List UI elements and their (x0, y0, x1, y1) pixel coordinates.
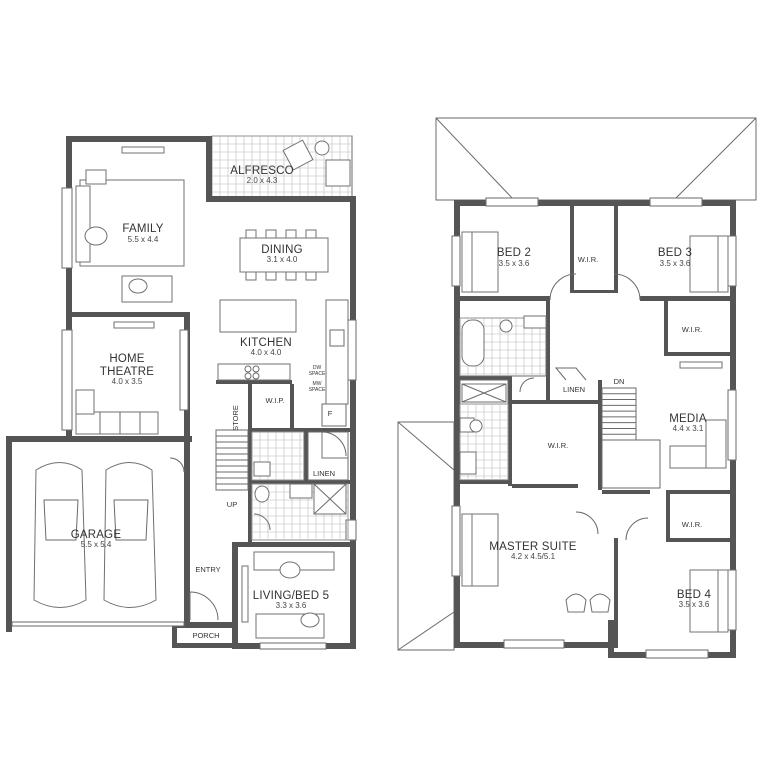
wir-bed4-label: W.I.R. (682, 520, 702, 529)
down-label: DN (614, 377, 625, 386)
fridge-label: F (328, 409, 333, 418)
ground-floor-plan (6, 135, 357, 650)
living-dims: 3.3 x 3.6 (276, 601, 307, 610)
kitchen-fixtures (217, 299, 349, 427)
wir-master-label: W.I.R. (548, 441, 568, 450)
ground-labels: ALFRESCO 2.0 x 4.3 FAMILY 5.5 x 4.4 DINI… (71, 165, 335, 640)
upper-linen-label: LINEN (563, 385, 585, 394)
alfresco-label: ALFRESCO (230, 165, 294, 177)
ground-linen-label: LINEN (313, 469, 335, 478)
wip-label: W.I.P. (265, 396, 284, 405)
kitchen-label: KITCHEN (240, 337, 292, 349)
upper-doors (519, 273, 649, 541)
garage-cars (11, 462, 185, 627)
upper-beds (461, 231, 729, 633)
upper-staircase (601, 387, 637, 441)
media-label: MEDIA (669, 413, 707, 425)
alfresco-dims: 2.0 x 4.3 (247, 176, 278, 185)
upper-labels: BED 2 3.5 x 3.6 BED 3 3.5 x 3.6 W.I.R. W… (489, 247, 711, 609)
garage-dims: 5.5 x 5.4 (81, 540, 112, 549)
family-label: FAMILY (122, 223, 163, 235)
up-label: UP (227, 500, 237, 509)
theatre-dims: 4.0 x 3.5 (112, 377, 143, 386)
dw-space-label-line1: DW (313, 365, 322, 371)
media-dims: 4.4 x 3.1 (673, 424, 704, 433)
porch-label: PORCH (192, 631, 219, 640)
kitchen-dims: 4.0 x 4.0 (251, 348, 282, 357)
ground-staircase (215, 429, 249, 491)
store-label: STORE (231, 405, 240, 431)
upper-bath-fixtures (459, 315, 547, 475)
bed2-label: BED 2 (497, 247, 531, 259)
upper-windows (451, 197, 737, 659)
alfresco-furniture (282, 139, 351, 187)
upper-stair-void (601, 439, 661, 489)
family-dims: 5.5 x 4.4 (128, 235, 159, 244)
theatre-label-line2: THEATRE (100, 366, 154, 378)
dining-label: DINING (261, 244, 302, 256)
bed3-label: BED 3 (658, 247, 692, 259)
entry-label: ENTRY (195, 565, 220, 574)
bed4-dims: 3.5 x 3.6 (679, 600, 710, 609)
upper-roof-lines (397, 117, 757, 651)
upper-internal-walls (460, 206, 730, 648)
mw-space-label-line1: MW (313, 381, 322, 387)
theatre-label-line1: HOME (109, 353, 144, 365)
ground-doors (169, 431, 347, 621)
theatre-furniture (75, 321, 189, 435)
mw-space-label-line2: SPACE (309, 387, 326, 393)
media-sofa (669, 361, 727, 469)
dining-table (239, 229, 329, 281)
family-furniture (75, 146, 185, 303)
dw-space-label-line2: SPACE (309, 371, 326, 377)
garage-label: GARAGE (71, 529, 122, 541)
wir-top-label: W.I.R. (578, 255, 598, 264)
living-furniture (241, 551, 335, 639)
dining-dims: 3.1 x 4.0 (267, 255, 298, 264)
bed2-dims: 3.5 x 3.6 (499, 259, 530, 268)
bed3-dims: 3.5 x 3.6 (660, 259, 691, 268)
upper-floor-plan (397, 117, 757, 659)
ground-bathroom-fixtures (253, 431, 349, 515)
bed4-label: BED 4 (677, 589, 712, 601)
wir-bed3-label: W.I.R. (682, 325, 702, 334)
master-suite-dims: 4.2 x 4.5/5.1 (511, 552, 556, 561)
living-label: LIVING/BED 5 (253, 590, 330, 602)
master-suite-label: MASTER SUITE (489, 541, 577, 553)
master-chairs (565, 593, 611, 613)
